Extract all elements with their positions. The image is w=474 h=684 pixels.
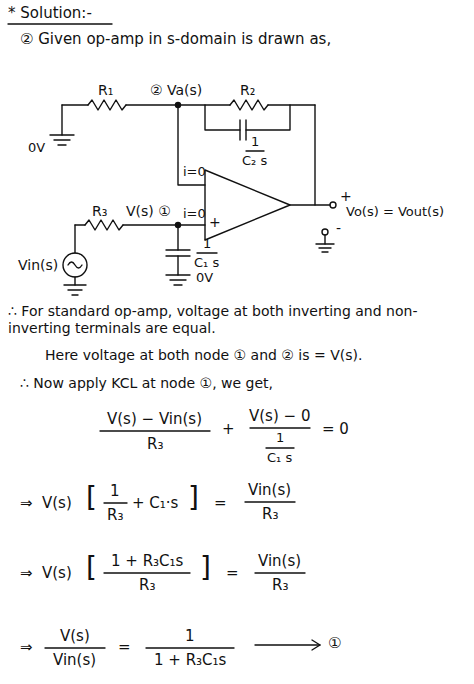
solution-text: ② Given op-amp in s-domain is drawn as,	[20, 30, 331, 48]
solution-text: Here voltage at both node ① and ② is = V…	[45, 347, 362, 364]
circuit-label: 1	[251, 134, 259, 150]
fraction-bar	[245, 501, 295, 502]
equation-term: V(s)	[42, 564, 72, 582]
capacitor-symbol	[240, 120, 246, 140]
equation-term: V(s)	[60, 627, 90, 645]
equation-term: + C₁·s	[132, 494, 178, 512]
equation-term: 1	[110, 482, 120, 500]
circuit-label: -	[336, 220, 341, 237]
wire	[205, 105, 290, 130]
ground-symbol	[166, 275, 190, 285]
voltage-source-symbol	[68, 262, 82, 268]
equation-term: ⇒	[20, 638, 33, 656]
equation-term: = 0	[322, 420, 349, 438]
wire	[123, 224, 205, 225]
ground-symbol	[316, 244, 334, 252]
equation-term: ]	[200, 551, 211, 585]
equation-term: [	[86, 551, 97, 585]
resistor-symbol	[230, 100, 268, 110]
solution-text: ∴ For standard op-amp, voltage at both i…	[8, 303, 468, 337]
circuit-label: i=0	[183, 206, 206, 222]
circuit-label: 1	[203, 236, 211, 252]
equation-term: =	[118, 638, 131, 656]
fraction-bar	[146, 647, 234, 648]
solution-heading: * Solution:-	[8, 4, 92, 22]
fraction-bar	[100, 430, 210, 431]
equation-term: V(s)	[42, 494, 72, 512]
capacitor-symbol	[166, 250, 190, 256]
equation-term: Vin(s)	[53, 651, 96, 669]
wire	[75, 224, 85, 225]
circuit-label: R₁	[98, 82, 113, 99]
equation-term: ⇒	[20, 564, 33, 582]
wire	[62, 104, 88, 105]
fraction-bar	[104, 572, 190, 573]
circuit-label: 0V	[28, 140, 45, 156]
equation-term: 1 + R₃C₁s	[111, 552, 183, 570]
title-underline	[8, 23, 112, 24]
circuit-label: 0V	[196, 270, 213, 286]
equation-term: R₃	[147, 435, 163, 453]
equation-term: 1 + R₃C₁s	[154, 651, 226, 669]
equation-term: C₁ s	[267, 450, 292, 466]
equation-term: V(s) − Vin(s)	[107, 410, 202, 428]
arrow-line	[255, 644, 320, 645]
fraction-bar	[250, 427, 310, 428]
equation-term: 1	[276, 430, 284, 446]
equation-term: V(s) − 0	[249, 407, 310, 425]
ground-symbol	[50, 135, 74, 145]
circuit-label: R₂	[240, 82, 255, 99]
equation-term: ①	[328, 634, 341, 652]
equation-term: [	[86, 481, 97, 515]
ground-symbol	[64, 285, 86, 295]
circuit-label: R₃	[92, 203, 107, 220]
wire	[178, 105, 205, 185]
fraction-bar	[104, 502, 127, 503]
circuit-label: +	[209, 214, 221, 231]
circuit-label: C₁ s	[194, 255, 219, 271]
wire	[290, 204, 330, 205]
wire	[74, 277, 75, 285]
wire	[324, 235, 325, 244]
wire	[314, 105, 315, 205]
equation-term: =	[226, 564, 239, 582]
fraction-bar	[197, 252, 217, 253]
fraction-bar	[255, 572, 305, 573]
equation-term: R₃	[107, 506, 123, 524]
circuit-label: C₂ s	[242, 153, 267, 169]
resistor-symbol	[85, 220, 123, 230]
output-terminal	[322, 229, 328, 235]
voltage-source-symbol	[63, 253, 87, 277]
circuit-label: ② Va(s)	[150, 82, 202, 99]
equation-term: Vin(s)	[248, 481, 291, 499]
wire	[74, 225, 75, 253]
fraction-bar	[266, 447, 294, 448]
equation-term: =	[214, 494, 227, 512]
equation-term: ]	[188, 481, 199, 515]
fraction-bar	[45, 647, 105, 648]
equation-term: ⇒	[20, 494, 33, 512]
circuit-label: Vo(s) = Vout(s)	[346, 204, 444, 220]
equation-term: R₃	[262, 505, 278, 523]
wire	[268, 104, 315, 105]
circuit-label: Vin(s)	[18, 257, 58, 274]
resistor-symbol	[88, 100, 126, 110]
equation-term: R₃	[139, 576, 155, 594]
equation-term: Vin(s)	[258, 552, 301, 570]
output-terminal	[330, 202, 336, 208]
arrow-head	[312, 640, 320, 650]
equation-term: +	[222, 420, 235, 438]
circuit-label: V(s) ①	[126, 203, 171, 220]
equation-term: R₃	[272, 576, 288, 594]
solution-text: ∴ Now apply KCL at node ①, we get,	[20, 375, 273, 392]
circuit-label: +	[340, 188, 352, 205]
circuit-label: i=0	[183, 164, 206, 180]
op-amp-symbol	[205, 170, 290, 240]
fraction-bar	[246, 150, 264, 151]
equation-term: 1	[185, 627, 195, 645]
wire	[61, 105, 62, 135]
